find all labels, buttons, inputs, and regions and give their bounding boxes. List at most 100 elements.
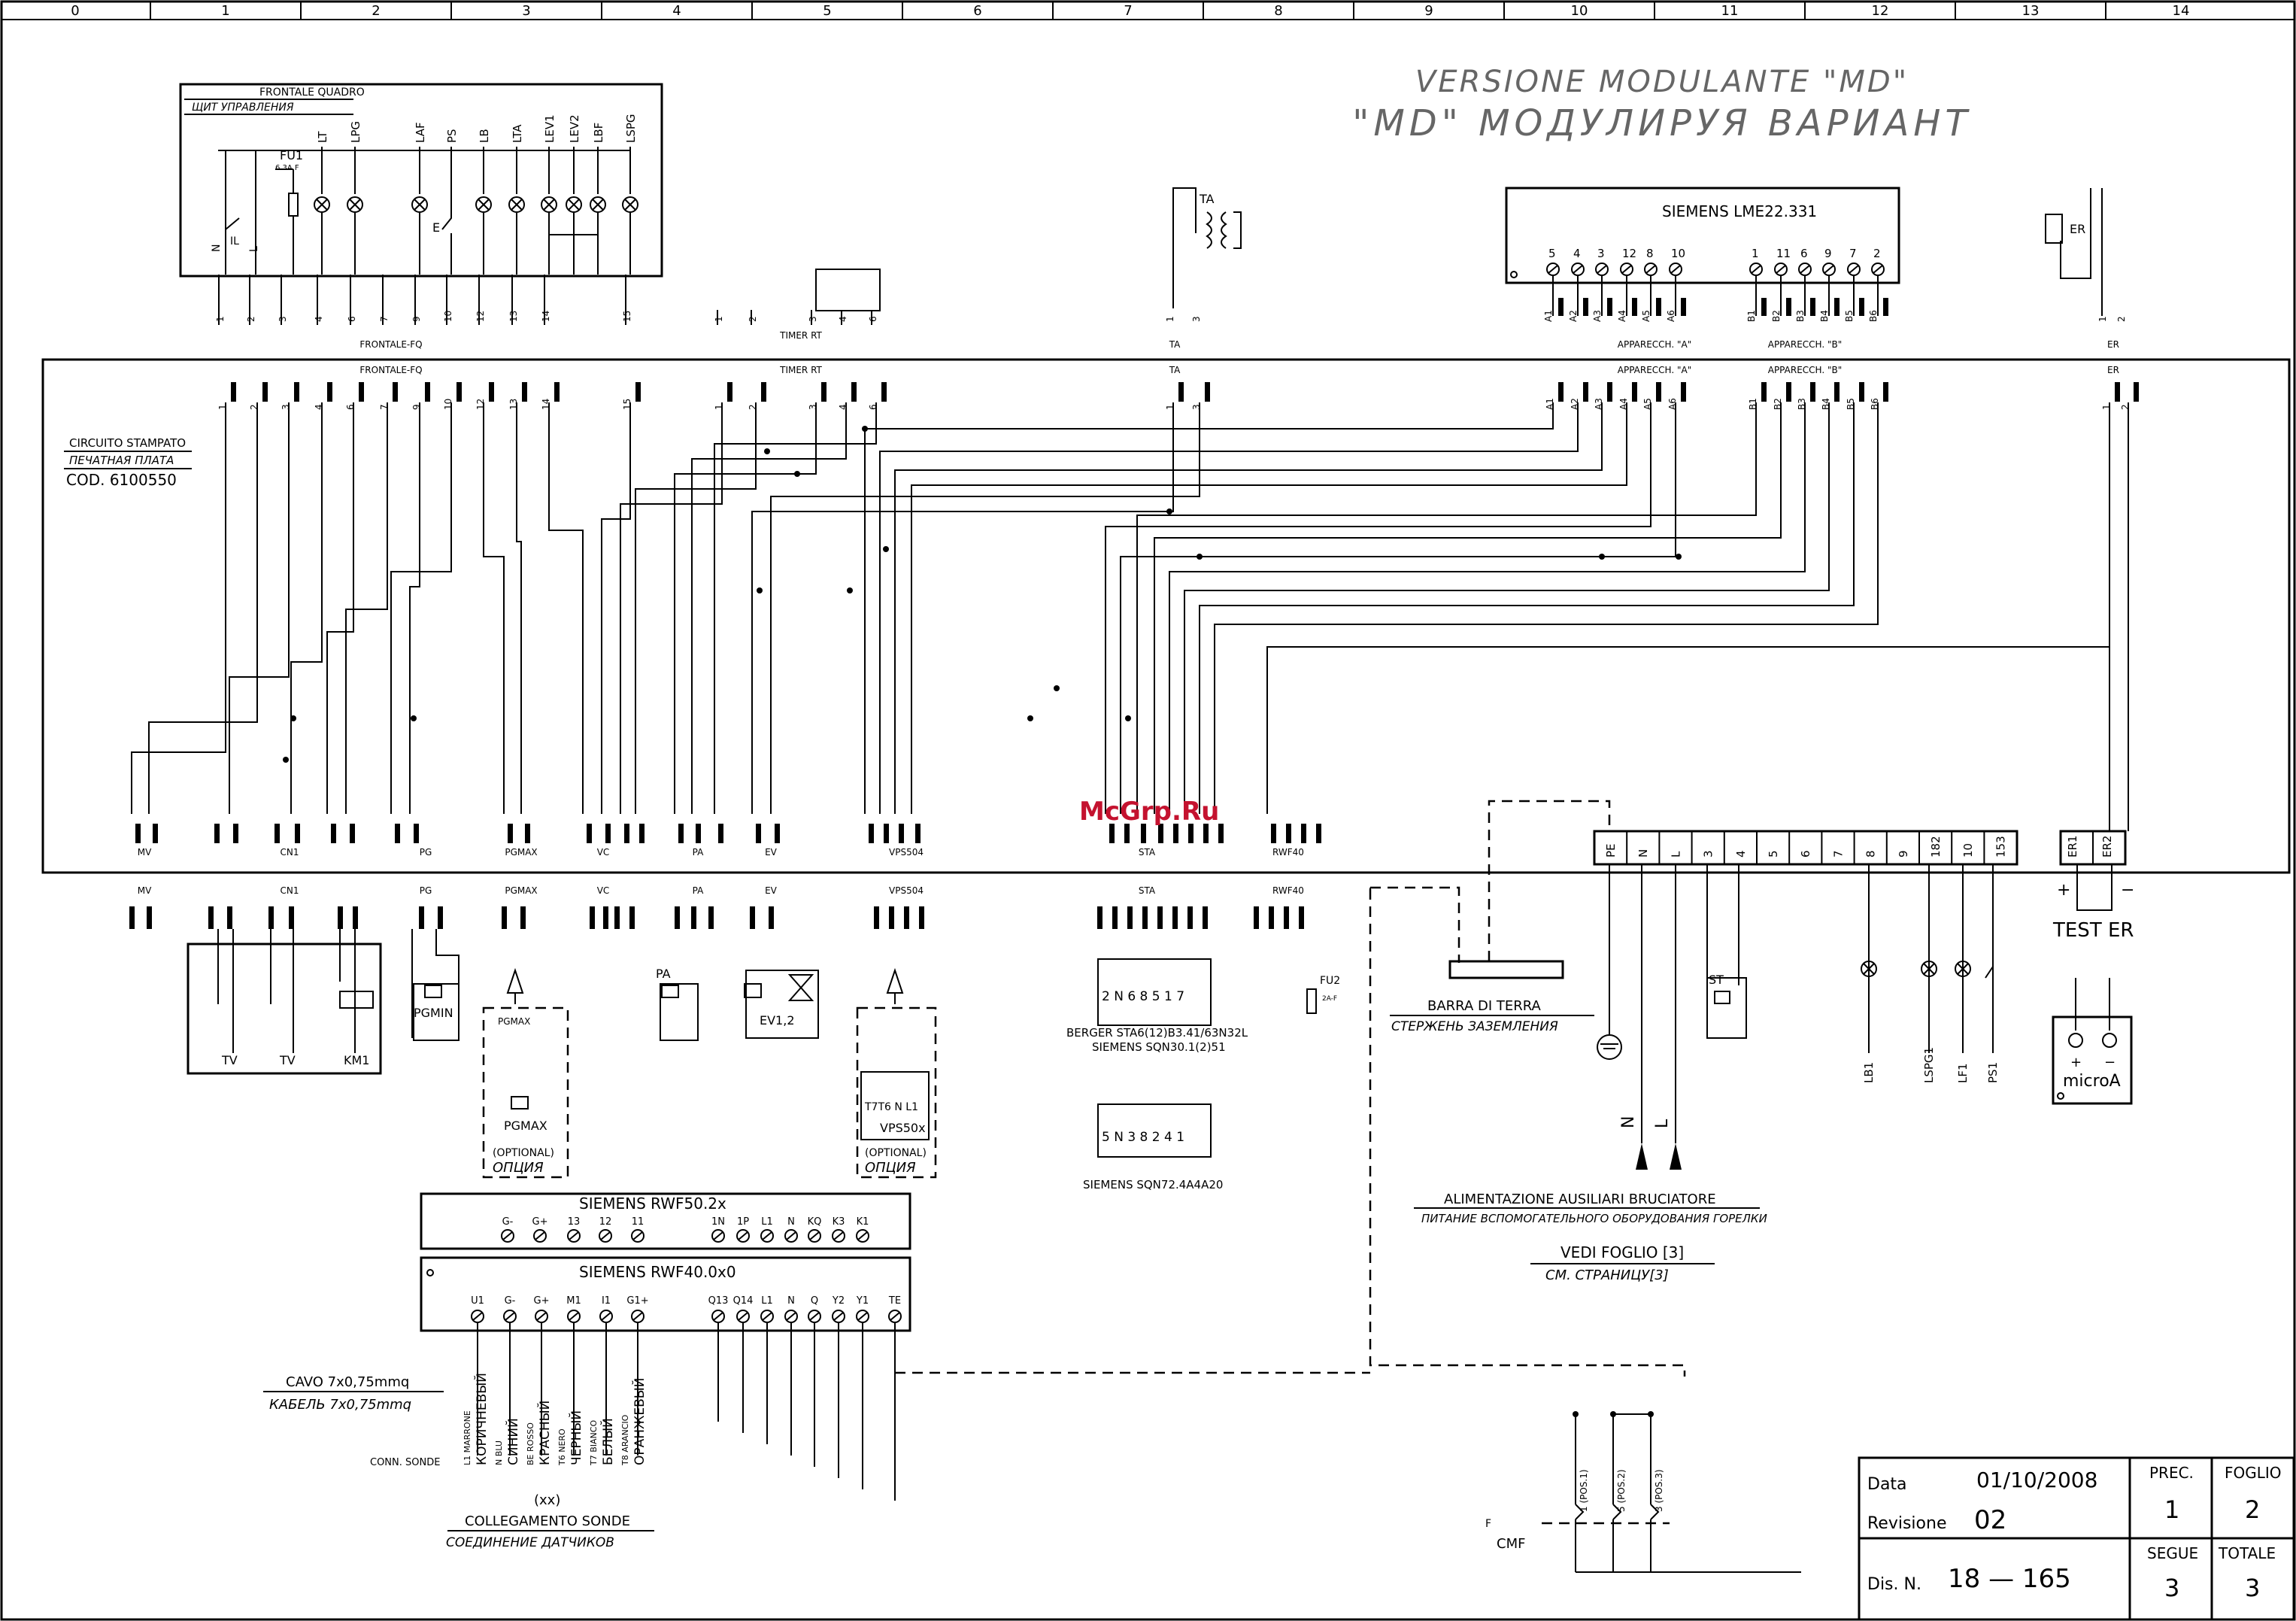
- lme-pin-label: B4: [1819, 310, 1830, 322]
- terminal-label: 1: [2097, 316, 2108, 322]
- lme-terminal-number: 11: [1776, 247, 1791, 260]
- pcb-top-pin-label: 4: [314, 404, 324, 410]
- ext-connector-pin: [590, 906, 595, 929]
- ruler-number: 12: [1872, 3, 1889, 19]
- lamp-lspg1-icon: [1921, 961, 1937, 977]
- siemens-rwf40-box: [420, 1256, 911, 1332]
- cmf-contact-icon: [1575, 1504, 1585, 1520]
- junction-dot: [862, 426, 868, 432]
- lme-pin-label: B5: [1844, 310, 1855, 322]
- terminal-label: 2: [246, 316, 256, 322]
- lamp-lspg-icon: [622, 196, 638, 213]
- timer-rt-box: [815, 269, 881, 311]
- screw-terminal-icon: [832, 1310, 845, 1323]
- ruler-number: 3: [522, 3, 530, 19]
- switch-icon: [1985, 955, 1994, 979]
- ext-connector-pin: [603, 906, 608, 929]
- pcb-bottom-pin: [395, 824, 400, 843]
- cable-wire-label: T6 NERO: [557, 1428, 567, 1466]
- siemens-lme22-title: SIEMENS LME22.331: [1662, 202, 1817, 220]
- ext-connector-pin: [889, 906, 894, 929]
- frontale-title: FRONTALE QUADRO: [259, 87, 365, 99]
- barra-label: BARRA DI TERRA: [1427, 998, 1542, 1014]
- terminal-label: 2: [2116, 316, 2127, 322]
- screw-terminal-icon: [1774, 263, 1788, 276]
- pcb-top-pin: [1205, 382, 1210, 402]
- pcb-top-pin-label: 1: [2101, 404, 2112, 410]
- pcb-trace: [326, 402, 354, 814]
- pin: [1834, 298, 1840, 316]
- strip-terminal-label: L: [1669, 851, 1682, 858]
- pin: [1632, 298, 1637, 316]
- lamp-label: LTA: [511, 124, 524, 143]
- pcb-bottom-pin: [1109, 824, 1115, 843]
- strip-terminal-label: 8: [1864, 850, 1878, 858]
- screw-terminal-icon: [503, 1310, 517, 1323]
- pcb-top-pin: [1810, 382, 1815, 402]
- screw-terminal-icon: [1847, 263, 1861, 276]
- pcb-bottom-pin: [525, 824, 530, 843]
- pcb-trace: [864, 402, 1554, 814]
- pcb-trace: [1120, 402, 1676, 814]
- ev-valve-box: [745, 970, 819, 1039]
- lme-pin-label: A1: [1543, 310, 1554, 322]
- junction-dot: [847, 587, 853, 593]
- ruler-number: 0: [71, 3, 79, 19]
- connector-label: PGMAX: [505, 847, 537, 858]
- pcb-trace: [1169, 402, 1806, 814]
- lamp-label: LSPG: [624, 114, 638, 143]
- lme-terminal-number: 1: [1752, 247, 1759, 260]
- pgmin-pressure-icon: [424, 985, 442, 998]
- microa-minus: −: [2104, 1055, 2116, 1070]
- junction-dot: [1027, 715, 1033, 721]
- rwf50-terminal-label: 12: [599, 1216, 612, 1228]
- junction-dot: [1197, 554, 1203, 560]
- junction-dot: [1166, 508, 1172, 515]
- pcb-title: CIRCUITO STAMPATO: [69, 436, 186, 450]
- vps-optional-box[interactable]: [856, 1006, 937, 1179]
- terminal-label: 2: [748, 316, 758, 322]
- pcb-bottom-pin: [508, 824, 513, 843]
- pcb-bottom-pin: [1124, 824, 1130, 843]
- pcb-bottom-pin: [153, 824, 158, 843]
- ta-transformer-icon: [1172, 187, 1242, 308]
- title-line-2: "MD" МОДУЛИРУЯ ВАРИАНТ: [1352, 102, 1971, 144]
- tb-totale: 3: [2245, 1574, 2260, 1602]
- pcb-bottom-pin: [718, 824, 723, 843]
- lme-terminal-number: 8: [1646, 247, 1654, 260]
- rwf50-terminal-label: KQ: [808, 1216, 822, 1228]
- terminal-label: 12: [475, 311, 486, 322]
- lme-terminal-number: 3: [1597, 247, 1605, 260]
- lamp-lev1-icon: [541, 196, 557, 213]
- ruler-number: 13: [2022, 3, 2040, 19]
- lamp-lf1-icon: [1955, 961, 1971, 977]
- pcb-top-pin-label: 3: [281, 404, 291, 410]
- ext-connector-pin: [1254, 906, 1259, 929]
- pcb-top-pin: [851, 382, 857, 402]
- microa-meter: [2052, 1015, 2133, 1105]
- screw-terminal-icon: [832, 1229, 845, 1243]
- ext-connector-pin: [419, 906, 424, 929]
- cable-wire-label: КРАСНЫЙ: [536, 1401, 553, 1465]
- pgmax-optional-box[interactable]: [482, 1006, 569, 1179]
- connector-label: VC: [597, 847, 610, 858]
- screw-terminal-icon: [711, 1229, 725, 1243]
- lme-pin-label: A5: [1641, 310, 1651, 322]
- pcb-bottom-pin: [775, 824, 780, 843]
- pcb-board: [41, 358, 2291, 874]
- collegamento-label-ru: СОЕДИНЕНИЕ ДАТЧИКОВ: [446, 1535, 614, 1550]
- terminal-label: 1: [215, 316, 226, 322]
- pcb-bottom-pin: [214, 824, 220, 843]
- pcb-top-pin: [1607, 382, 1612, 402]
- ext-connector-pin: [1172, 906, 1178, 929]
- er-relay-icon: [2045, 214, 2063, 244]
- screw-terminal-icon: [599, 1310, 613, 1323]
- microa-label: microA: [2063, 1072, 2121, 1091]
- cn1-device-box: [187, 943, 382, 1075]
- ext-connector-pin: [438, 906, 443, 929]
- pcb-bottom-pin: [1141, 824, 1146, 843]
- pcb-trace: [1184, 402, 1830, 814]
- pcb-top-pin: [294, 382, 299, 402]
- pcb-top-pin-label: 3: [808, 404, 818, 410]
